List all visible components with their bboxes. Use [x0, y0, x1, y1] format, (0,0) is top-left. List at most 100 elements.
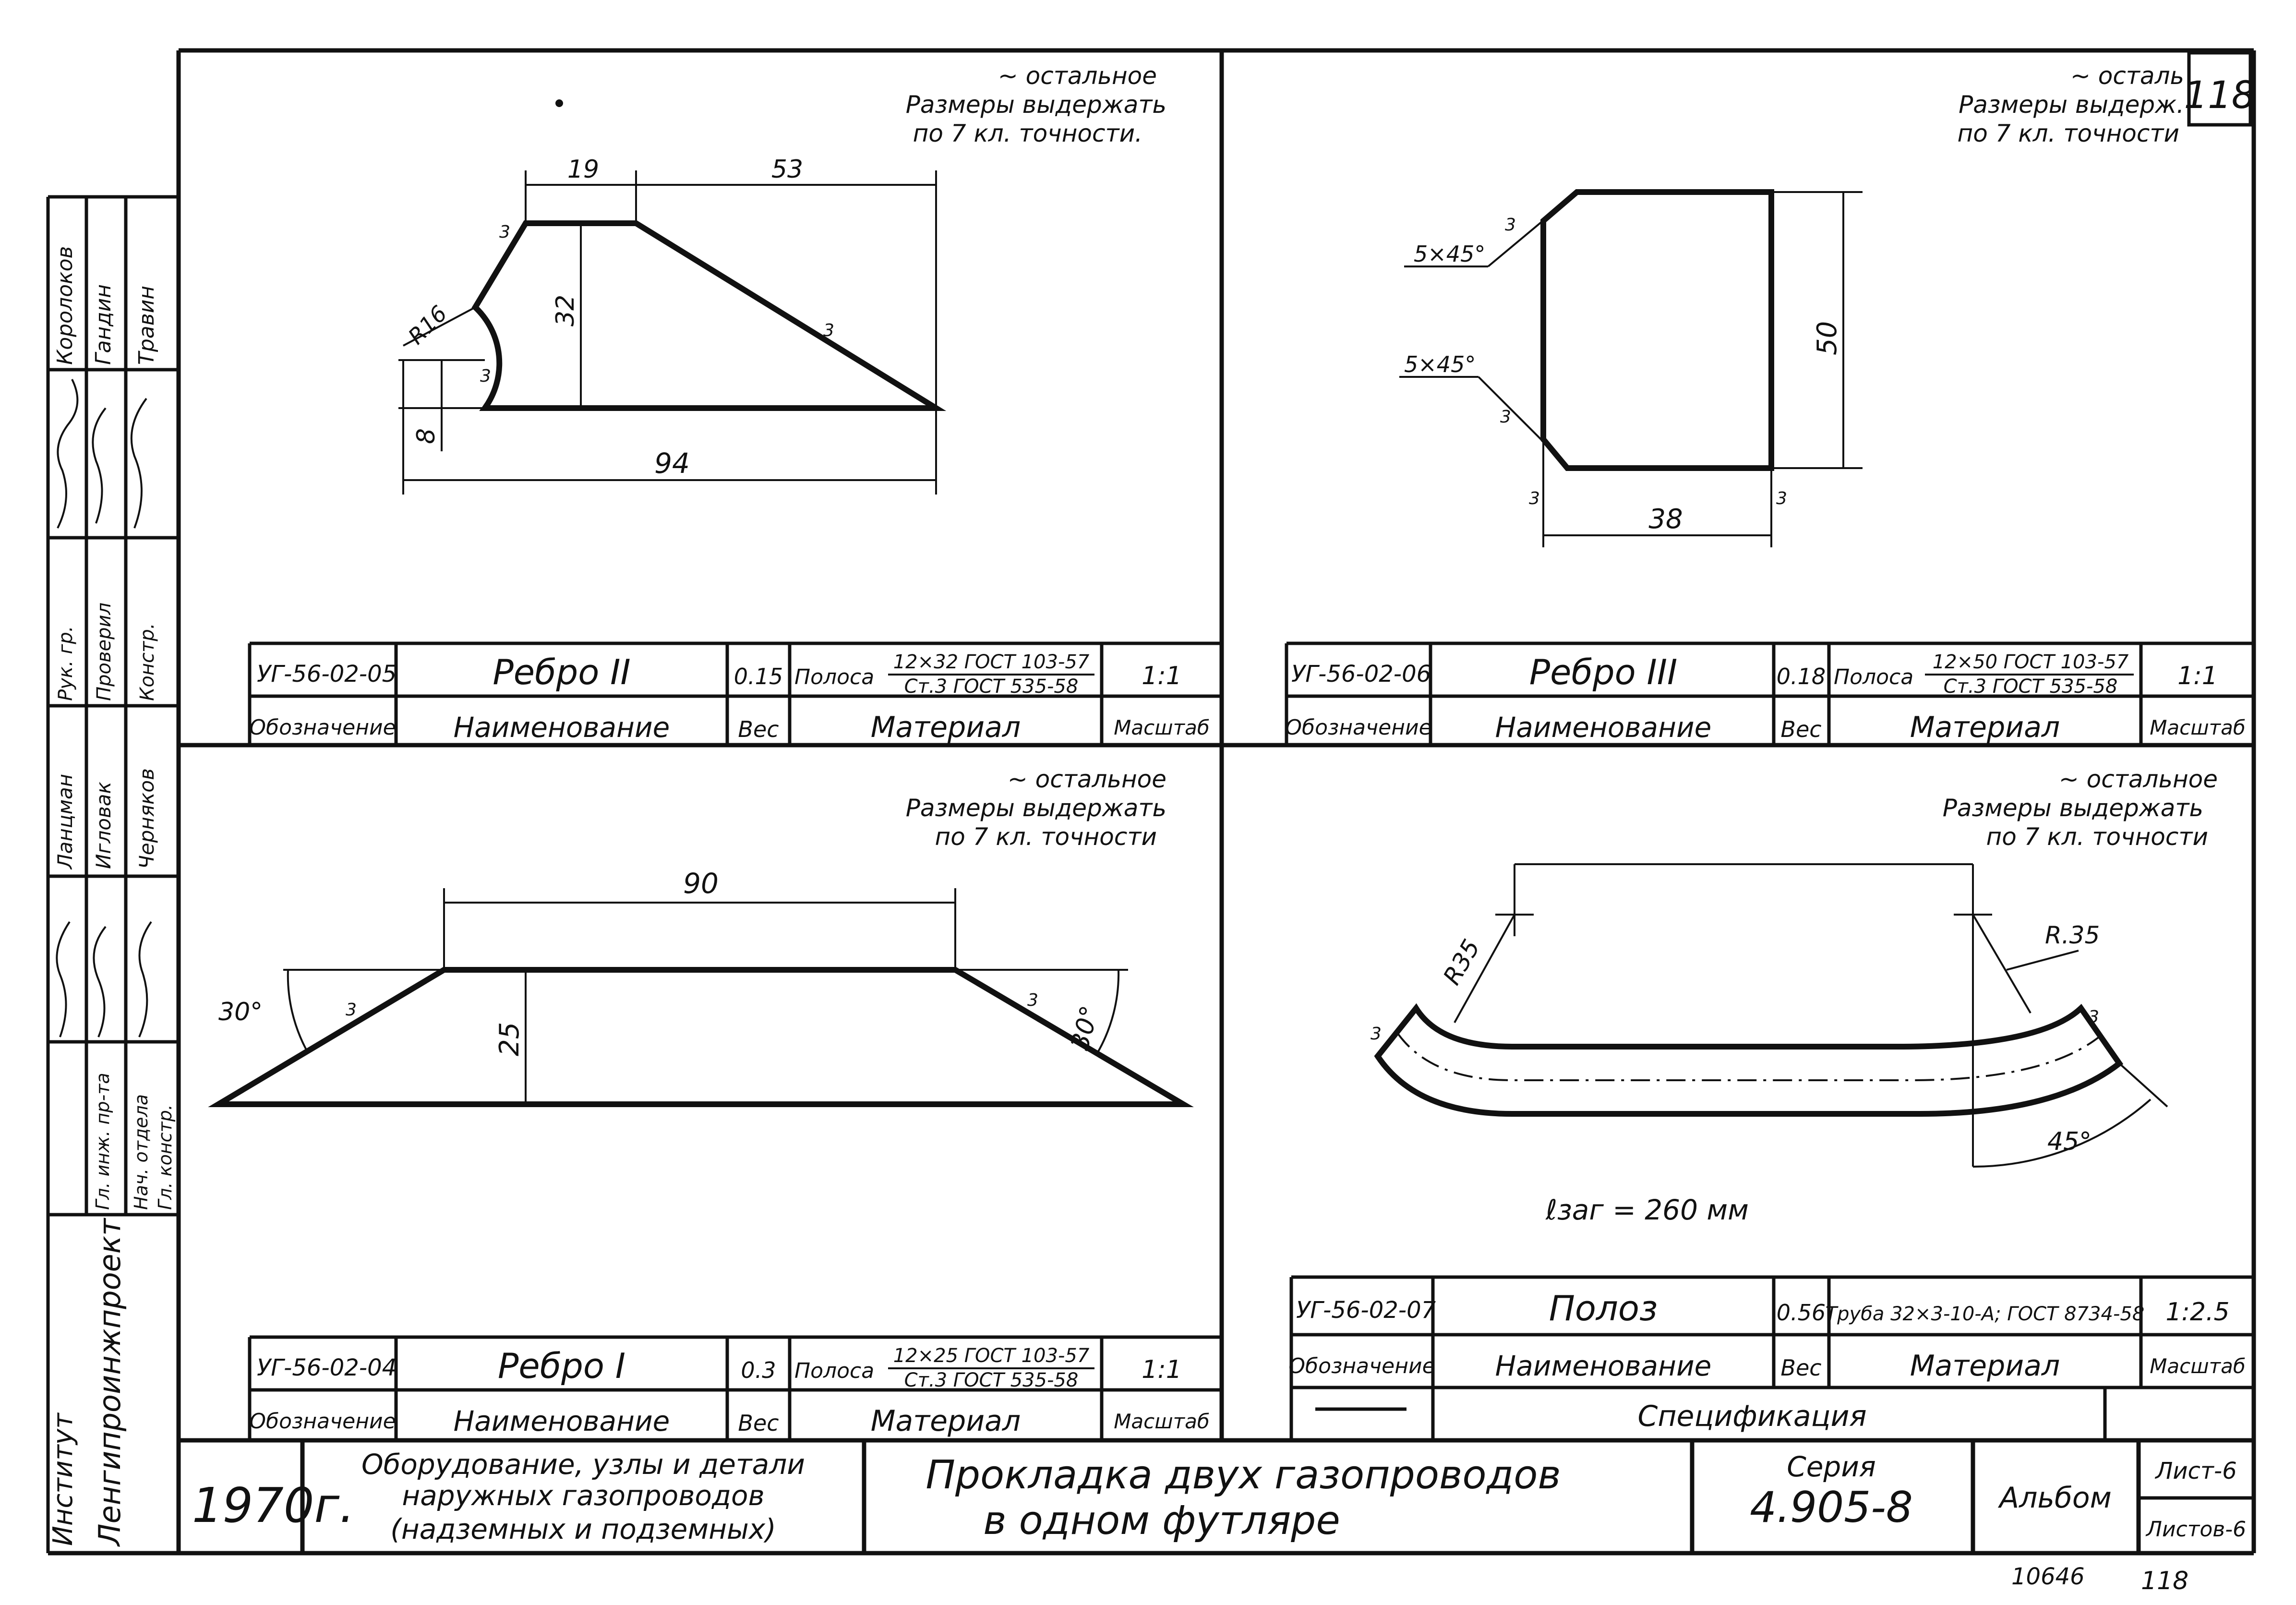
rebro2-header-scale: Масштаб: [1114, 716, 1210, 739]
rebro3-dim-38: 38: [1648, 504, 1683, 535]
stamp-role-chief-engineer: Гл. инж. пр-та: [92, 1073, 113, 1210]
footer: 10646 118: [2011, 1563, 2188, 1595]
poloz-centerline: [1396, 1031, 2101, 1081]
series-label: Серия: [1787, 1450, 1876, 1483]
rebro1-header-material: Материал: [871, 1404, 1021, 1438]
poloz-material: Труба 32×3-10-А; ГОСТ 8734-58: [1826, 1303, 2145, 1325]
note-rebro3-line1: ~ осталь: [2070, 62, 2184, 90]
rebro2-dim-94: 94: [654, 447, 690, 480]
year: 1970г.: [192, 1477, 355, 1533]
sheet-number: 118: [2184, 74, 2256, 117]
note-rebro2-line1: ~ остальное: [998, 62, 1157, 90]
rebro1-material-type: Полоса: [794, 1359, 874, 1383]
rebro2-dim-8: 8: [412, 428, 441, 444]
note-poloz-line1: ~ остальное: [2059, 765, 2218, 793]
rebro1-weight: 0.3: [741, 1357, 776, 1383]
rebro3-part-outline: [1540, 189, 1774, 471]
rebro2-name: Ребро II: [493, 652, 630, 692]
signature-1: [57, 379, 147, 529]
rebro2-header-material: Материал: [871, 711, 1021, 744]
rebro2-title-table: УГ-56-02-05 Ребро II 0.15 Полоса 12×32 Г…: [248, 641, 1222, 745]
poloz-radius-right: R.35: [2045, 921, 2100, 949]
rebro2-roughness-1: 3: [499, 222, 510, 242]
sheet-frame: [48, 48, 2256, 1556]
panel-rebro-1: ~ остальное Размеры выдержать по 7 кл. т…: [208, 765, 1222, 1440]
rebro3-weight: 0.18: [1777, 664, 1826, 689]
stamp-role-checked: Проверил: [93, 603, 115, 701]
sheet-label: Лист-6: [2154, 1458, 2237, 1484]
institute-name: Ленгипроинжпроект: [92, 1218, 127, 1547]
poloz-weight: 0.56: [1777, 1300, 1826, 1326]
rebro1-code: УГ-56-02-04: [257, 1354, 397, 1381]
note-rebro2-line3: по 7 кл. точности.: [913, 120, 1142, 147]
poloz-part-outline: [1374, 1003, 2124, 1117]
poloz-name: Полоз: [1549, 1288, 1658, 1328]
rebro1-scale: 1:1: [1142, 1355, 1182, 1384]
album-label: Альбом: [1997, 1481, 2112, 1515]
sheet-number-box: 118: [2184, 51, 2256, 127]
stamp-name-1: Ланцман: [53, 774, 77, 870]
stamp-name-4: Королоков: [53, 246, 77, 365]
rebro2-roughness-2: 3: [823, 321, 834, 340]
rebro1-angle-left: 30°: [218, 998, 263, 1026]
rebro1-dim-90: 90: [683, 867, 719, 900]
rebro3-dim-50: 50: [1812, 321, 1843, 355]
stamp-role-chief-designer: Гл. констр.: [155, 1104, 176, 1210]
specification-label: Спецификация: [1637, 1400, 1866, 1433]
note-rebro1-line2: Размеры выдержать: [906, 794, 1166, 822]
rebro3-material-type: Полоса: [1834, 665, 1913, 689]
title-block: 1970г. Оборудование, узлы и детали наруж…: [192, 1440, 2254, 1553]
note-rebro3-line2: Размеры выдерж.: [1959, 91, 2184, 119]
rebro1-header-name: Наименование: [454, 1405, 670, 1437]
note-poloz-line2: Размеры выдержать: [1943, 794, 2203, 822]
rebro3-dimensions: 50 38 5×45° 5×45° 3 3 3 3: [1399, 191, 1863, 547]
stamp-name-2: Игловак: [92, 781, 115, 869]
rebro3-roughness-4: 3: [1776, 489, 1787, 508]
stamp-name-6: Травин: [134, 286, 159, 365]
rebro2-dim-53: 53: [771, 155, 803, 184]
panel-poloz: ~ остальное Размеры выдержать по 7 кл. т…: [1288, 765, 2254, 1440]
rebro3-header-weight: Вес: [1780, 716, 1821, 742]
rebro2-dimensions: 19 53 32 8 94 R16 3 3 3: [398, 155, 937, 495]
rebro3-title-table: УГ-56-02-06 Ребро III 0.18 Полоса 12×50 …: [1285, 641, 2254, 745]
rebro1-header-weight: Вес: [738, 1410, 779, 1436]
rebro1-part-outline: [208, 967, 1194, 1107]
rebro2-dim-32: 32: [551, 295, 580, 326]
rebro2-material-top: 12×32 ГОСТ 103-57: [893, 651, 1090, 673]
poloz-dimensions: R35 R.35 45° ℓзаг = 260 мм 3 3: [1370, 863, 2168, 1226]
rebro1-header-scale: Масштаб: [1114, 1410, 1210, 1433]
rebro2-header-name: Наименование: [454, 711, 670, 744]
rebro3-header-material: Материал: [1910, 711, 2060, 744]
drawing-title-line-2: в одном футляре: [983, 1498, 1340, 1544]
institute-label: Институт: [48, 1412, 79, 1546]
poloz-header-material: Материал: [1910, 1349, 2060, 1383]
rebro3-material-bottom: Ст.3 ГОСТ 535-58: [1944, 676, 2118, 698]
rebro3-header-designation: Обозначение: [1285, 715, 1431, 740]
section-line-1: Оборудование, узлы и детали: [361, 1448, 805, 1481]
poloz-code: УГ-56-02-07: [1296, 1297, 1436, 1324]
rebro1-header-designation: Обозначение: [249, 1409, 396, 1434]
rebro3-roughness-2: 3: [1500, 407, 1511, 427]
note-rebro1-line1: ~ остальное: [1008, 765, 1166, 793]
rebro1-angle-right: 30°: [1066, 1003, 1105, 1053]
stamp-role-dept-head: Нач. отдела: [131, 1094, 152, 1210]
poloz-scale: 1:2.5: [2165, 1298, 2229, 1327]
rebro3-header-scale: Масштаб: [2150, 716, 2246, 739]
panel-rebro-3: ~ осталь Размеры выдерж. по 7 кл. точнос…: [1285, 62, 2254, 745]
side-stamp: Гл. инж. пр-та Нач. отдела Гл. констр. Р…: [46, 195, 179, 1553]
section-line-3: (надземных и подземных): [390, 1513, 776, 1545]
rebro3-header-name: Наименование: [1495, 711, 1712, 744]
sheets-label: Листов-6: [2145, 1517, 2246, 1542]
note-rebro2-line2: Размеры выдержать: [906, 91, 1166, 119]
rebro1-name: Ребро I: [498, 1346, 625, 1386]
poloz-header-scale: Масштаб: [2150, 1354, 2246, 1378]
poloz-roughness-1: 3: [1370, 1024, 1382, 1044]
rebro2-scale: 1:1: [1142, 662, 1182, 690]
poloz-header-name: Наименование: [1495, 1350, 1712, 1382]
stamp-role-group-leader: Рук. гр.: [55, 626, 77, 701]
stamp-role-designer: Констр.: [136, 623, 158, 701]
rebro3-scale: 1:1: [2177, 662, 2218, 690]
footer-page: 118: [2141, 1567, 2188, 1595]
rebro2-roughness-3: 3: [480, 366, 491, 386]
